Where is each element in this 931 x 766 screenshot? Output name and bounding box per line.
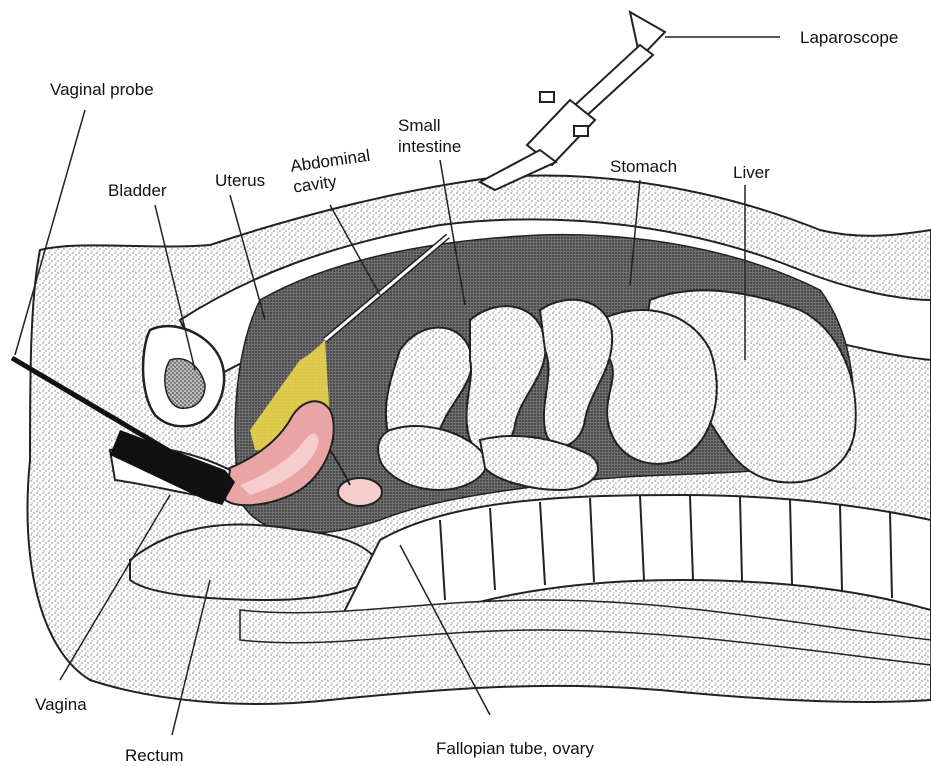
label-rectum: Rectum: [125, 745, 184, 766]
stomach: [596, 310, 717, 464]
label-bladder: Bladder: [108, 180, 167, 201]
label-fallopian-tube-ovary: Fallopian tube, ovary: [436, 738, 594, 759]
label-small-intestine: Small intestine: [398, 115, 488, 157]
label-uterus: Uterus: [215, 170, 265, 191]
label-vaginal-probe: Vaginal probe: [50, 79, 154, 100]
ovary: [338, 478, 382, 506]
label-stomach: Stomach: [610, 156, 677, 177]
label-vagina: Vagina: [35, 694, 87, 715]
label-liver: Liver: [733, 162, 770, 183]
label-laparoscope: Laparoscope: [800, 27, 898, 48]
